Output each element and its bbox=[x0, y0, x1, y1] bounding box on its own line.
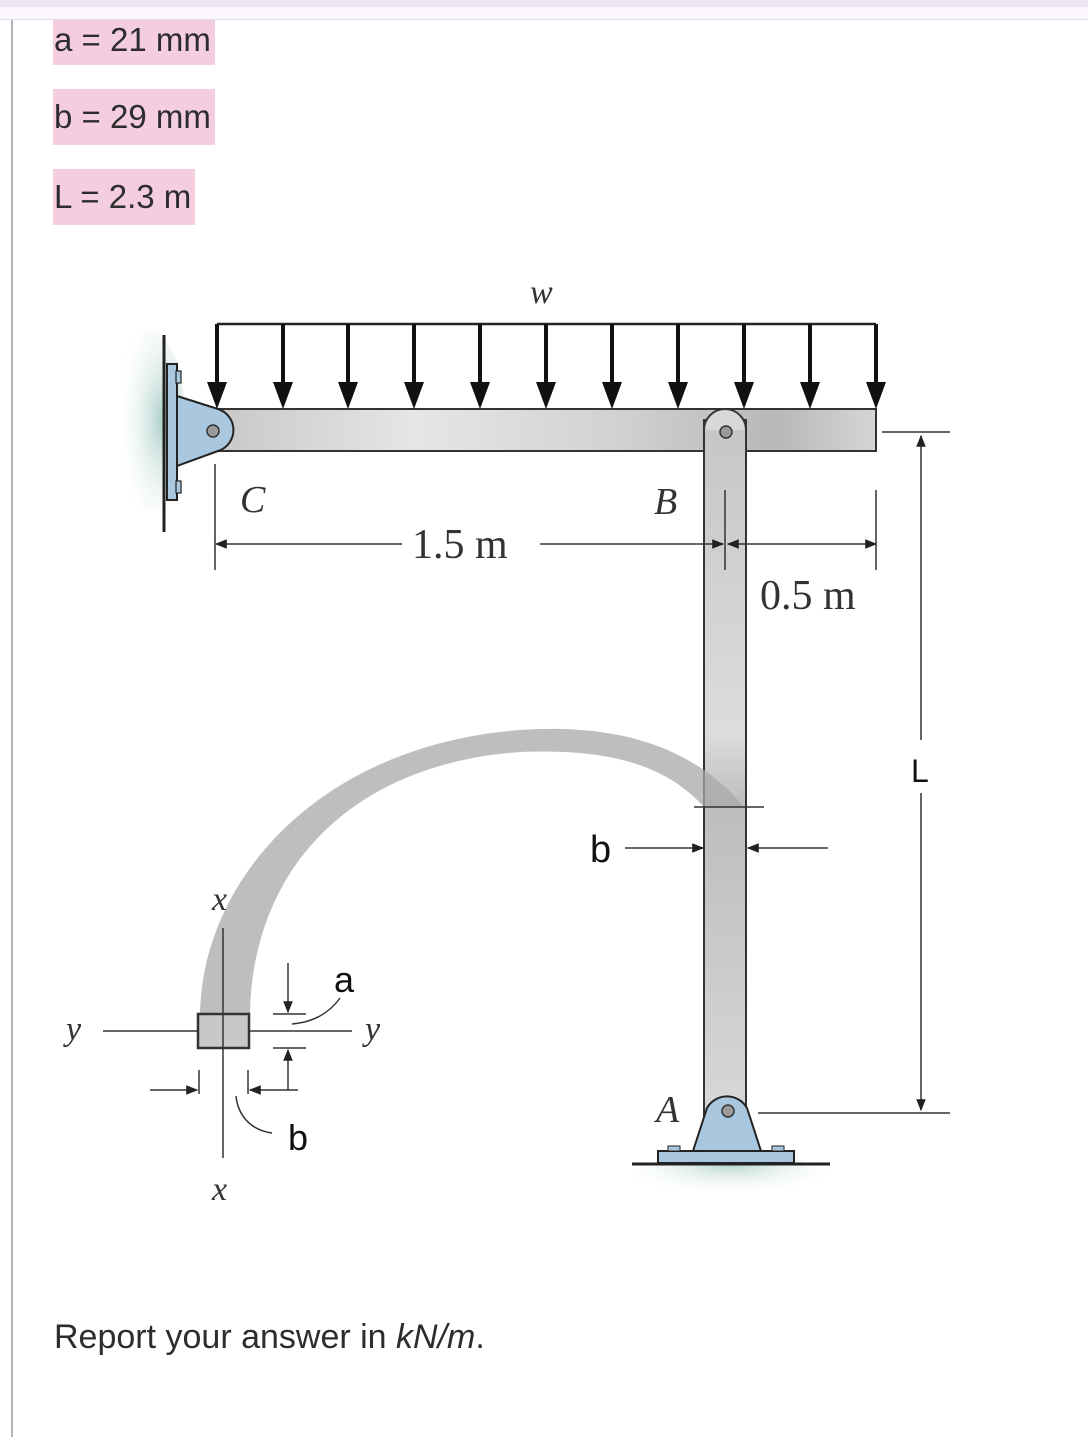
section-label-b: b bbox=[288, 1117, 308, 1158]
given-a: a = 21 mm bbox=[53, 20, 215, 65]
distributed-load-w bbox=[207, 322, 886, 409]
given-b: b = 29 mm bbox=[53, 89, 215, 145]
load-label-w: w bbox=[530, 274, 553, 311]
top-bar-secondary bbox=[0, 7, 1088, 20]
left-border-rule bbox=[11, 20, 13, 1437]
section-callout-band bbox=[200, 728, 744, 1018]
label-A: A bbox=[653, 1089, 680, 1131]
axis-x-top: x bbox=[211, 881, 227, 918]
dimension-label-b-column: b bbox=[590, 829, 611, 871]
label-B: B bbox=[654, 481, 677, 523]
dimension-label-CB: 1.5 m bbox=[412, 522, 508, 568]
pin-bracket-C bbox=[176, 394, 235, 468]
pin-B bbox=[719, 425, 733, 439]
dimension-label-L: L bbox=[911, 753, 929, 789]
dimension-label-overhang: 0.5 m bbox=[760, 573, 856, 619]
instruction-suffix: . bbox=[475, 1318, 485, 1356]
instruction-prefix: Report your answer in bbox=[54, 1318, 397, 1356]
label-C: C bbox=[240, 479, 266, 521]
dimension-1.5m bbox=[214, 464, 878, 570]
cross-section bbox=[103, 928, 352, 1158]
axis-y-left: y bbox=[63, 1011, 82, 1048]
top-bar bbox=[0, 0, 1088, 7]
wall-support-C bbox=[115, 330, 185, 532]
structure-diagram: w C B A 1.5 m 0.5 m L b bbox=[0, 240, 1088, 1240]
axis-x-bottom: x bbox=[211, 1171, 227, 1208]
instruction-unit: kN/m bbox=[396, 1318, 476, 1356]
answer-instruction: Report your answer in kN/m. bbox=[54, 1318, 485, 1357]
axis-y-right: y bbox=[362, 1011, 381, 1048]
dimension-L bbox=[758, 431, 950, 1114]
horizontal-beam bbox=[217, 408, 877, 452]
pin-support-A bbox=[630, 1095, 830, 1208]
given-L: L = 2.3 m bbox=[53, 169, 196, 225]
section-label-a: a bbox=[334, 959, 355, 1000]
